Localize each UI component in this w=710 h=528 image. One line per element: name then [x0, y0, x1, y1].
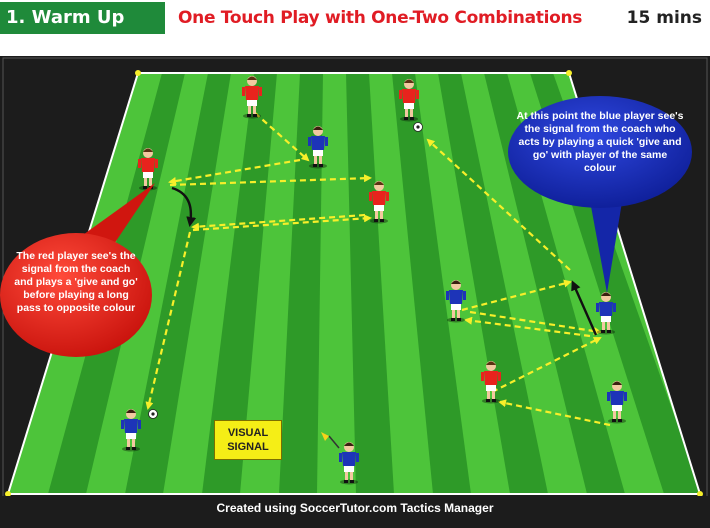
coach-flag [321, 432, 340, 449]
duration-label: 15 mins [626, 8, 702, 28]
red-player-run-arrow [171, 186, 197, 227]
blue-player-run-arrow [571, 280, 598, 336]
section-tab: 1. Warm Up [0, 2, 165, 34]
header: 1. Warm Up One Touch Play with One-Two C… [0, 0, 710, 38]
blue-callout-bubble [508, 96, 692, 293]
drill-title: One Touch Play with One-Two Combinations [178, 8, 583, 28]
ball [148, 409, 158, 419]
ball [413, 122, 423, 132]
visual-signal-sign: VISUAL SIGNAL [214, 420, 282, 460]
corner-markers [5, 70, 703, 497]
blue-callout-text: At this point the blue player see's the … [516, 110, 684, 174]
red-callout-bubble [0, 183, 155, 357]
pass-lines [145, 112, 611, 427]
footer-credit: Created using SoccerTutor.com Tactics Ma… [216, 501, 494, 515]
tactics-diagram [0, 56, 710, 528]
footer-band [0, 496, 710, 526]
red-callout-text: The red player see's the signal from the… [14, 250, 138, 314]
